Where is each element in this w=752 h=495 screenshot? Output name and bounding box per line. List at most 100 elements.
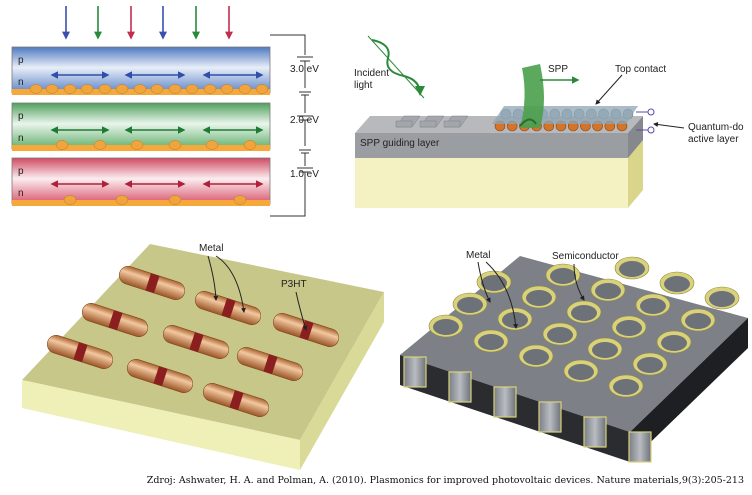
guiding-layer-side [628,116,643,158]
hole [664,276,690,292]
guiding-layer-front [355,133,628,158]
metal-nanoparticle [233,195,247,205]
metal-nanoparticle [115,195,129,205]
substrate-front [355,158,628,208]
lateral-arrows [50,71,264,188]
source-caption: Zdroj: Ashwater, H. A. and Polman, A. (2… [147,475,744,486]
metal-nanoparticle [168,84,182,94]
plasmonic-particles [29,84,269,205]
metal-label: Metal [199,243,223,254]
metal-nanoparticle [80,84,94,94]
hole [661,335,687,351]
metal-label: Metal [466,250,490,261]
metal-nanoparticle [63,84,77,94]
metal-nanoparticle [238,84,252,94]
metal-nanoparticle [63,195,77,205]
incident-light-arrow [371,39,425,96]
metal-nanoparticle [168,140,182,150]
quantum-dot-label: Quantum-do active layer [688,122,746,145]
array-side [630,318,748,462]
metal-nanoparticle [29,84,43,94]
metal-nanoparticle [98,84,112,94]
metal-nanoparticle [255,84,269,94]
metal-nanoparticle [243,140,257,150]
metal-nanoparticle [185,84,199,94]
spp-wave [520,64,544,128]
hole [592,342,618,358]
nanorod [81,303,149,337]
hole [523,349,549,365]
hole [478,334,504,350]
nanorod [194,291,262,325]
metal-nanoparticle [220,84,234,94]
layer-label-p: p [18,55,24,66]
hole [637,357,663,373]
voltage-label: 1.0 eV [290,169,319,180]
holes [428,256,740,398]
top-contact [492,106,638,124]
nanorod [126,359,194,393]
incoming-light-arrows [62,6,233,40]
metal-nanoparticle [168,195,182,205]
nanorod [118,266,186,300]
metal-nanoparticle [55,140,69,150]
hole [640,298,666,314]
front-post [493,386,517,418]
hole [709,291,735,307]
grating [395,115,469,128]
hole [433,319,459,335]
spp-label: SPP [548,64,568,75]
hole [685,313,711,329]
series-circuit [270,34,313,217]
panel-b-spp-device: Incident light SPP Top contact SPP guidi… [354,35,746,208]
hole [568,364,594,380]
metal-nanoparticle [150,84,164,94]
layer-label-p: p [18,166,24,177]
layer-red: p n [11,157,271,206]
metal-nanoparticle [205,140,219,150]
substrate-side [628,140,643,208]
incident-light-ray [367,35,425,99]
incident-light-label: Incident light [354,68,392,91]
nanorod [236,347,304,381]
metal-nanoparticle [133,84,147,94]
front-post [448,371,472,403]
panel-c-nanorods: Metal P3HT [22,243,384,470]
hole [550,268,576,284]
voltage-label: 2.0 eV [290,115,319,126]
metal-nanoparticle [203,84,217,94]
quantum-dot-pointer [653,122,685,129]
metal-nanoparticle [115,84,129,94]
nanorod [162,325,230,359]
hole [619,261,645,277]
hole [616,320,642,336]
hole [547,327,573,343]
pointer-lines [477,261,585,329]
semiconductor-label: Semiconductor [552,251,619,262]
slab-front [22,380,300,470]
hole [613,379,639,395]
terminals [636,108,655,134]
nanorod [46,335,114,369]
hole [595,283,621,299]
layer-label-n: n [18,188,24,199]
guiding-layer-label: SPP guiding layer [360,138,440,149]
metal-nanoparticle [45,84,59,94]
panel-d-hole-array: Metal Semiconductor [400,250,748,463]
hole [526,290,552,306]
hole [457,297,483,313]
pointer-lines [207,255,308,331]
top-contact-pointer [595,74,623,105]
front-posts [403,356,652,463]
slab-side [300,292,384,470]
front-post [583,416,607,448]
panel-a-tandem-cell: p n p n p n [11,6,319,217]
voltage-label: 3.0 eV [290,64,319,75]
layer-label-n: n [18,77,24,88]
top-contact-label: Top contact [615,64,666,75]
front-post [538,401,562,433]
layer-label-n: n [18,133,24,144]
hole [571,305,597,321]
metal-nanoparticle [130,140,144,150]
